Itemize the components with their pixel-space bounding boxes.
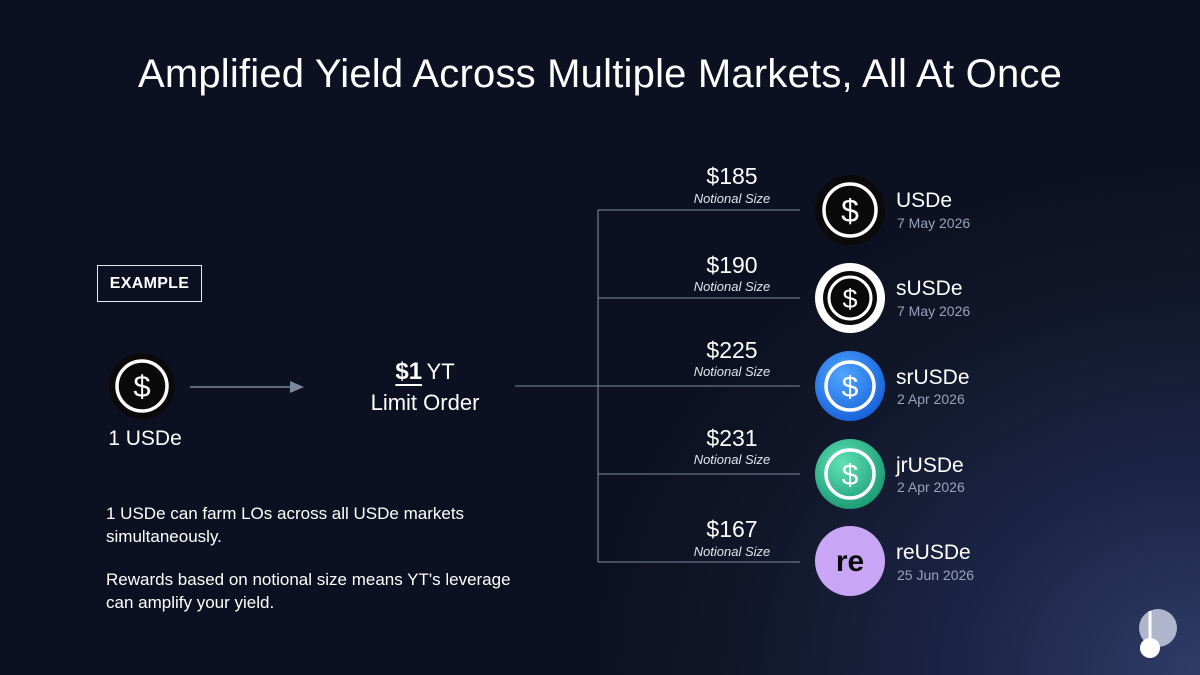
market-date: 2 Apr 2026: [897, 479, 965, 495]
reusde-icon-text: re: [836, 545, 864, 578]
susde-coin-icon: $: [815, 263, 885, 333]
pendle-logo-icon: [1139, 609, 1177, 658]
source-label: 1 USDe: [108, 427, 182, 450]
usde-coin-icon: $: [815, 175, 885, 245]
market-name: jrUSDe: [896, 454, 964, 477]
branch-caption: Notional Size: [693, 452, 771, 467]
srusde-coin-icon: $: [815, 351, 885, 421]
branch-caption: Notional Size: [693, 191, 771, 206]
market-date: 2 Apr 2026: [897, 391, 965, 407]
order-unit: YT: [426, 359, 455, 384]
note-farm-los: 1 USDe can farm LOs across all USDe mark…: [106, 504, 465, 546]
jrusde-coin-icon: $: [815, 439, 885, 509]
svg-text:$: $: [842, 284, 857, 314]
order-amount-line: $1 YT: [335, 358, 515, 389]
branch-caption: Notional Size: [693, 279, 771, 294]
arrow-right-icon: [190, 381, 304, 393]
market-name: reUSDe: [896, 541, 971, 564]
svg-text:$: $: [842, 459, 859, 492]
reusde-coin-icon: re: [815, 526, 885, 596]
market-name: sUSDe: [896, 277, 963, 300]
page-title: Amplified Yield Across Multiple Markets,…: [137, 52, 1063, 96]
branch-value: $185: [706, 163, 758, 189]
dollar-coin-icon: $: [109, 353, 175, 419]
svg-text:$: $: [841, 193, 859, 229]
branch-value: $190: [706, 252, 758, 278]
market-name: srUSDe: [896, 366, 970, 389]
example-tag: EXAMPLE: [97, 265, 202, 302]
market-date: 7 May 2026: [897, 303, 971, 319]
market-name: USDe: [896, 189, 953, 212]
svg-text:$: $: [842, 371, 859, 404]
order-amount: $1: [395, 358, 423, 385]
market-date: 7 May 2026: [897, 215, 971, 231]
order-kind: Limit Order: [370, 390, 480, 415]
note-rewards: Rewards based on notional size means YT'…: [106, 570, 511, 612]
market-date: 25 Jun 2026: [897, 567, 975, 583]
limit-order: $1 YT Limit Order: [335, 358, 515, 417]
svg-text:$: $: [133, 369, 150, 404]
branch-caption: Notional Size: [693, 364, 771, 379]
branch-caption: Notional Size: [693, 544, 771, 559]
branch-value: $225: [706, 337, 758, 363]
branch-value: $231: [706, 425, 758, 451]
branch-value: $167: [706, 516, 758, 542]
